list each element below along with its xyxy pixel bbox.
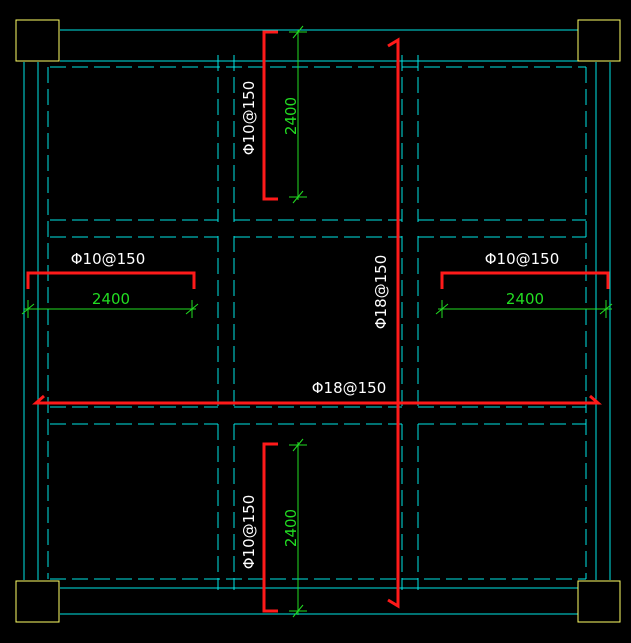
dimension-left: 2400 [92, 290, 130, 308]
rebar-label-right: Φ10@150 [485, 250, 560, 268]
column-bottom-right [577, 580, 621, 623]
hidden-beam-lines [47, 55, 587, 590]
rebar-bars [26, 30, 610, 613]
rebar-vertical-main-bar [387, 37, 400, 609]
rebar-top-bar [262, 30, 278, 201]
dimension-lines [21, 25, 613, 618]
rebar-label-vertical-main: Φ18@150 [372, 255, 390, 330]
rebar-label-left: Φ10@150 [71, 250, 146, 268]
rebar-label-top: Φ10@150 [240, 81, 258, 156]
column-top-left [15, 19, 60, 62]
rebar-left-bar [26, 271, 196, 289]
rebar-label-bottom: Φ10@150 [240, 495, 258, 570]
dimension-bottom: 2400 [282, 509, 300, 547]
outer-beam-lines [23, 29, 611, 615]
dimension-right: 2400 [506, 290, 544, 308]
column-bottom-left [15, 580, 60, 623]
rebar-right-bar [440, 271, 610, 289]
rebar-label-horizontal-main: Φ18@150 [312, 379, 387, 397]
corner-columns [15, 19, 621, 623]
rebar-horizontal-main-bar [32, 394, 602, 405]
rebar-bottom-bar [262, 442, 278, 613]
dimension-top: 2400 [282, 97, 300, 135]
column-top-right [577, 19, 621, 62]
